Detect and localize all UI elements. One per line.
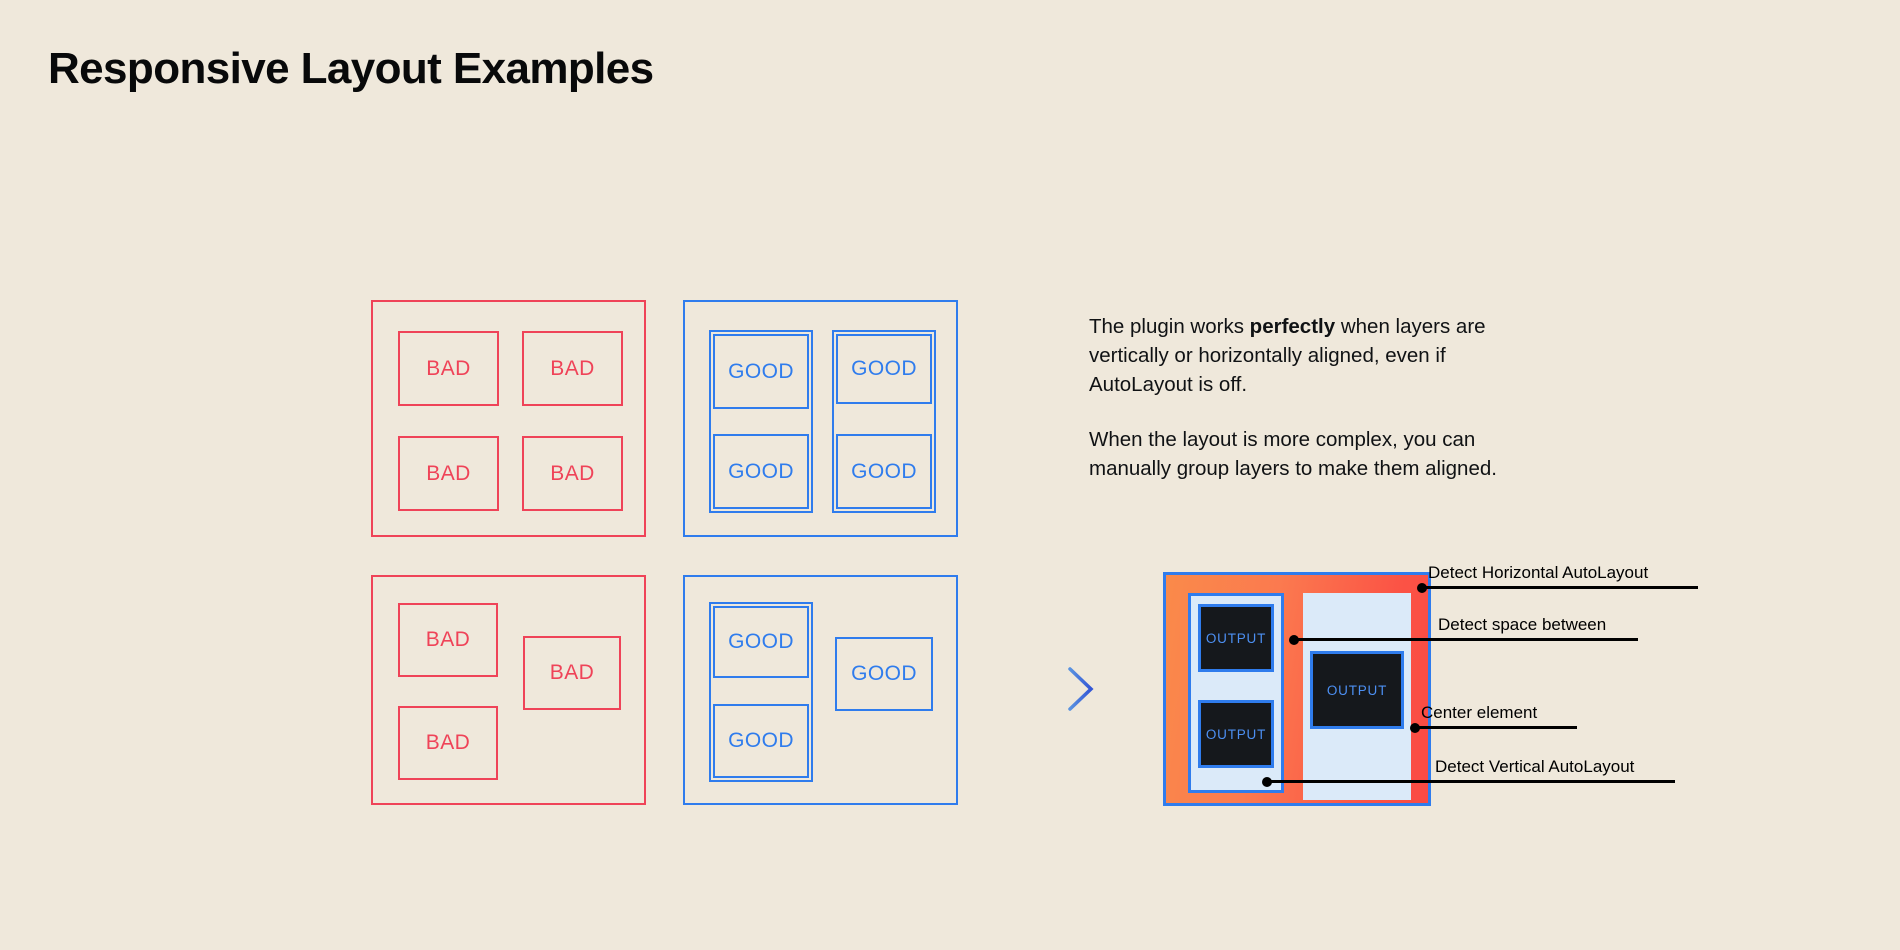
example-frame-good-grid: GOOD GOOD GOOD GOOD (683, 300, 958, 537)
example-box-bad: BAD (398, 436, 499, 511)
example-group-column (709, 330, 813, 513)
example-frame-bad-grid: BAD BAD BAD BAD (371, 300, 646, 537)
example-box-good: GOOD (713, 606, 809, 678)
callout-leader-line (1415, 726, 1577, 729)
example-box-bad: BAD (522, 436, 623, 511)
callout-label: Center element (1421, 703, 1538, 722)
example-box-good: GOOD (713, 704, 809, 778)
callout-label: Detect Horizontal AutoLayout (1428, 563, 1649, 582)
description-paragraph-1: The plugin works perfectly when layers a… (1089, 312, 1549, 399)
example-box-good: GOOD (713, 334, 809, 409)
page-title: Responsive Layout Examples (48, 44, 654, 93)
description-p1-before: The plugin works (1089, 315, 1250, 338)
example-box-bad: BAD (398, 706, 498, 780)
example-box-bad: BAD (398, 331, 499, 406)
callout-label: Detect Vertical AutoLayout (1435, 757, 1635, 776)
callout-label: Detect space between (1438, 615, 1607, 634)
output-group-right-column: OUTPUT (1303, 593, 1411, 800)
description-paragraph-2: When the layout is more complex, you can… (1089, 428, 1497, 480)
example-frame-good-complex: GOOD GOOD GOOD (683, 575, 958, 805)
output-preview-frame: OUTPUT OUTPUT OUTPUT (1163, 572, 1431, 806)
example-box-bad: BAD (523, 636, 621, 710)
description-p1-bold: perfectly (1249, 315, 1336, 338)
output-box: OUTPUT (1198, 604, 1274, 672)
example-frame-bad-complex: BAD BAD BAD (371, 575, 646, 805)
example-group-column (709, 602, 813, 782)
example-box-bad: BAD (398, 603, 498, 677)
output-group-left-column: OUTPUT OUTPUT (1188, 593, 1284, 793)
callout-leader-line (1294, 638, 1638, 641)
example-box-good: GOOD (713, 434, 809, 509)
description-text: The plugin works perfectly when layers a… (1089, 312, 1549, 483)
example-box-good: GOOD (836, 434, 932, 509)
output-box: OUTPUT (1310, 651, 1404, 729)
example-box-bad: BAD (522, 331, 623, 406)
callout-leader-line (1267, 780, 1675, 783)
dashed-arrow-right-icon (1013, 665, 1103, 713)
example-box-good: GOOD (836, 334, 932, 404)
example-group-column (832, 330, 936, 513)
output-box: OUTPUT (1198, 700, 1274, 768)
callout-leader-line (1422, 586, 1698, 589)
example-box-good: GOOD (835, 637, 933, 711)
description-p1-after: when layers are vertically or horizontal… (1089, 315, 1486, 396)
